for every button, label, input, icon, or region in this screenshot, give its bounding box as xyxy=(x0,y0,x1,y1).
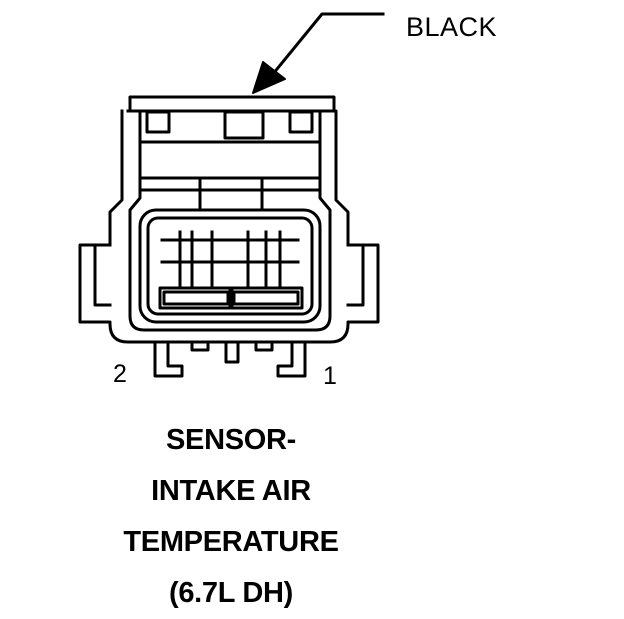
pin-number-1: 1 xyxy=(323,362,337,390)
connector-body xyxy=(78,95,380,378)
title-line: SENSOR- xyxy=(165,424,297,456)
title-line: INTAKE AIR xyxy=(151,475,311,507)
component-title: SENSOR- INTAKE AIR TEMPERATURE (6.7L DH) xyxy=(90,415,372,619)
title-line: (6.7L DH) xyxy=(168,577,294,609)
callout-leader xyxy=(252,12,385,94)
title-line: TEMPERATURE xyxy=(123,526,339,558)
connector-diagram xyxy=(78,12,385,378)
wire-color-label: BLACK xyxy=(406,12,498,42)
pin-number-2: 2 xyxy=(113,360,127,388)
callout-arrowhead xyxy=(252,61,286,94)
